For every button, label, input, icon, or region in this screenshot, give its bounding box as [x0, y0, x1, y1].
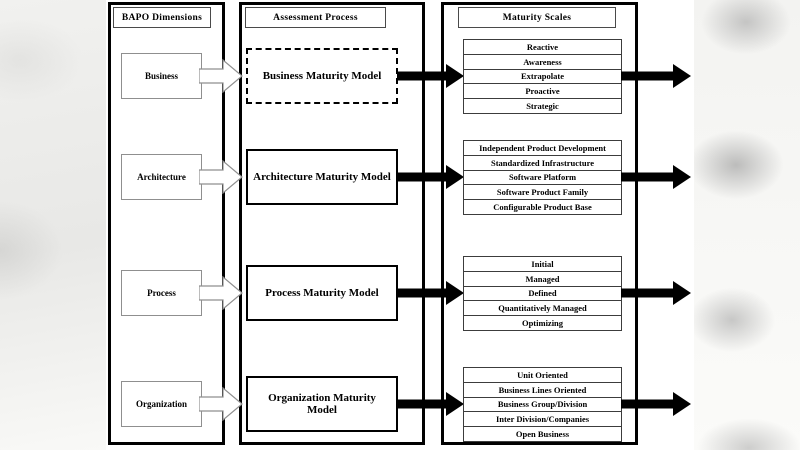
assessment-process-column [239, 2, 425, 445]
column-header-maturity-scales: Maturity Scales [458, 7, 616, 28]
background-blur-right [694, 0, 800, 450]
bapo-dimensions-column [108, 2, 225, 445]
maturity-scales-column [441, 2, 638, 445]
column-header-bapo-dimensions: BAPO Dimensions [113, 7, 211, 28]
column-header-assessment-process: Assessment Process [245, 7, 386, 28]
background-blur-left [0, 0, 106, 450]
